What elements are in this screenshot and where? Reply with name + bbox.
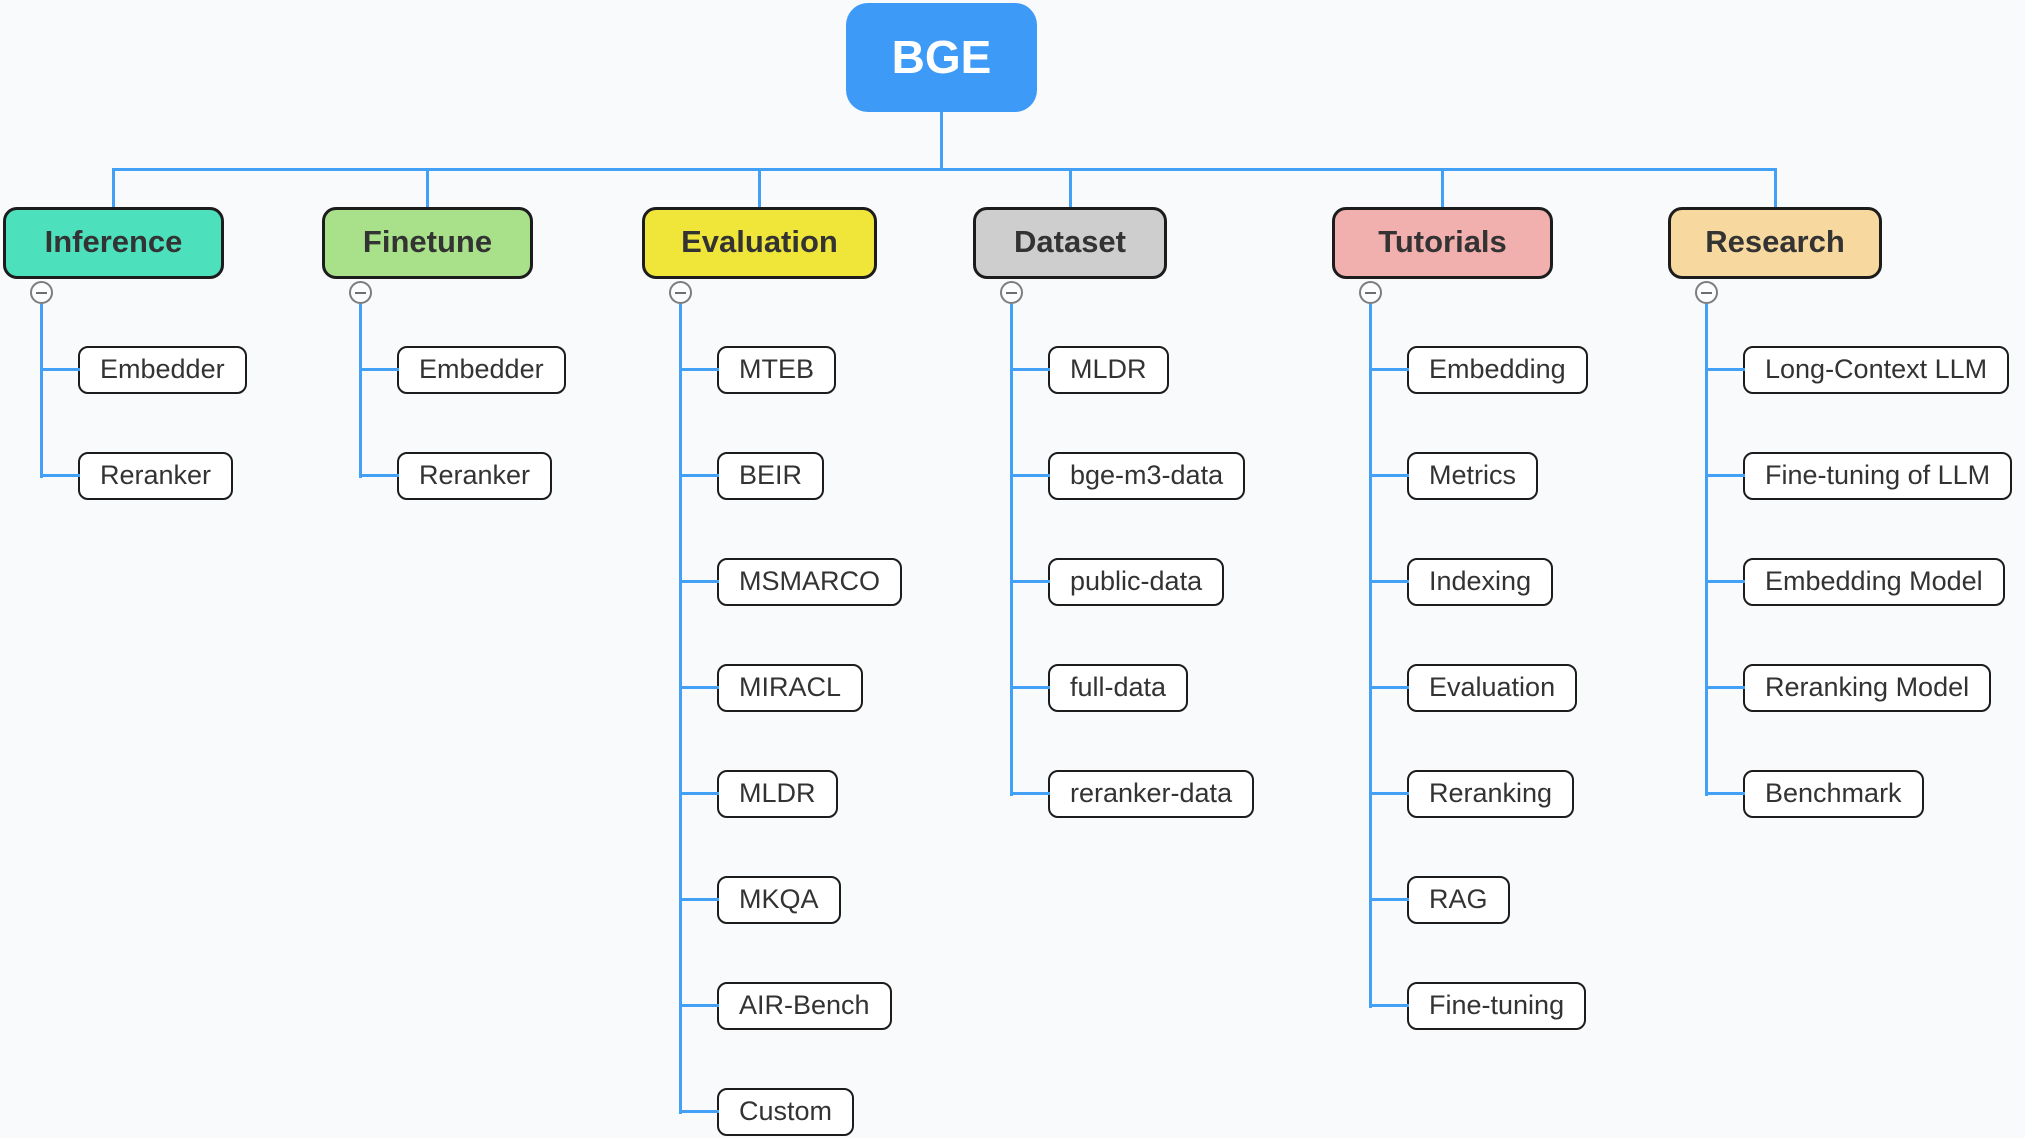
child-node-dataset-bge-m3-data[interactable]: bge-m3-data	[1009, 452, 1246, 500]
minus-icon	[354, 291, 366, 294]
branch-node-research[interactable]: Research	[1668, 168, 1882, 279]
child-node-research-reranking-model[interactable]: Reranking Model	[1704, 664, 1992, 712]
child-node-tutorials-evaluation[interactable]: Evaluation	[1368, 664, 1578, 712]
branch-node-finetune[interactable]: Finetune	[322, 168, 533, 279]
child-node-research-fine-tuning-of-llm[interactable]: Fine-tuning of LLM	[1704, 452, 2013, 500]
child-node-evaluation-mteb[interactable]: MTEB	[678, 346, 837, 394]
child-node-evaluation-mldr[interactable]: MLDR	[679, 770, 838, 818]
child-node-research-benchmark[interactable]: Benchmark	[1705, 770, 1924, 818]
child-node-tutorials-embedding[interactable]: Embedding	[1369, 346, 1588, 394]
child-node-evaluation-miracl[interactable]: MIRACL	[678, 664, 864, 712]
branch-node-dataset[interactable]: Dataset	[973, 168, 1167, 279]
connector-root-drop	[940, 112, 943, 169]
child-node-finetune-embedder[interactable]: Embedder	[359, 346, 566, 394]
minus-icon	[35, 291, 47, 294]
branch-node-tutorials[interactable]: Tutorials	[1332, 168, 1553, 279]
child-node-evaluation-beir[interactable]: BEIR	[678, 452, 825, 500]
branch-node-inference[interactable]: Inference	[3, 168, 224, 279]
child-node-tutorials-reranking[interactable]: Reranking	[1368, 770, 1575, 818]
connector-trunk	[112, 168, 1777, 171]
child-node-evaluation-mkqa[interactable]: MKQA	[679, 876, 841, 924]
child-node-tutorials-metrics[interactable]: Metrics	[1369, 452, 1538, 500]
connector-finetune-children	[358, 304, 362, 478]
collapse-icon-inference[interactable]	[29, 281, 53, 304]
minus-icon	[674, 291, 686, 294]
child-node-evaluation-custom[interactable]: Custom	[678, 1088, 855, 1136]
collapse-icon-evaluation[interactable]	[668, 281, 692, 304]
minus-icon	[1700, 291, 1712, 294]
child-node-research-long-context-llm[interactable]: Long-Context LLM	[1704, 346, 2010, 394]
connector-evaluation-children	[678, 304, 682, 1114]
child-node-inference-reranker[interactable]: Reranker	[39, 452, 234, 500]
collapse-icon-dataset[interactable]	[999, 281, 1023, 304]
connector-research-children	[1704, 304, 1708, 796]
collapse-icon-research[interactable]	[1694, 281, 1718, 304]
branch-node-evaluation[interactable]: Evaluation	[642, 168, 877, 279]
child-node-evaluation-msmarco[interactable]: MSMARCO	[679, 558, 902, 606]
minus-icon	[1364, 291, 1376, 294]
collapse-icon-finetune[interactable]	[348, 281, 372, 304]
connector-tutorials-children	[1368, 304, 1372, 1008]
connector-dataset-children	[1009, 304, 1013, 796]
child-node-research-embedding-model[interactable]: Embedding Model	[1705, 558, 2005, 606]
minus-icon	[1005, 291, 1017, 294]
root-node-bge[interactable]: BGE	[846, 3, 1037, 112]
child-node-dataset-public-data[interactable]: public-data	[1009, 558, 1225, 606]
child-node-tutorials-rag[interactable]: RAG	[1369, 876, 1510, 924]
child-node-inference-embedder[interactable]: Embedder	[40, 346, 247, 394]
collapse-icon-tutorials[interactable]	[1358, 281, 1382, 304]
child-node-finetune-reranker[interactable]: Reranker	[358, 452, 553, 500]
child-node-tutorials-indexing[interactable]: Indexing	[1368, 558, 1554, 606]
child-node-tutorials-fine-tuning[interactable]: Fine-tuning	[1368, 982, 1587, 1030]
child-node-dataset-reranker-data[interactable]: reranker-data	[1009, 770, 1255, 818]
connector-inference-children	[39, 304, 43, 478]
child-node-evaluation-air-bench[interactable]: AIR-Bench	[679, 982, 892, 1030]
child-node-dataset-mldr[interactable]: MLDR	[1010, 346, 1169, 394]
child-node-dataset-full-data[interactable]: full-data	[1009, 664, 1189, 712]
